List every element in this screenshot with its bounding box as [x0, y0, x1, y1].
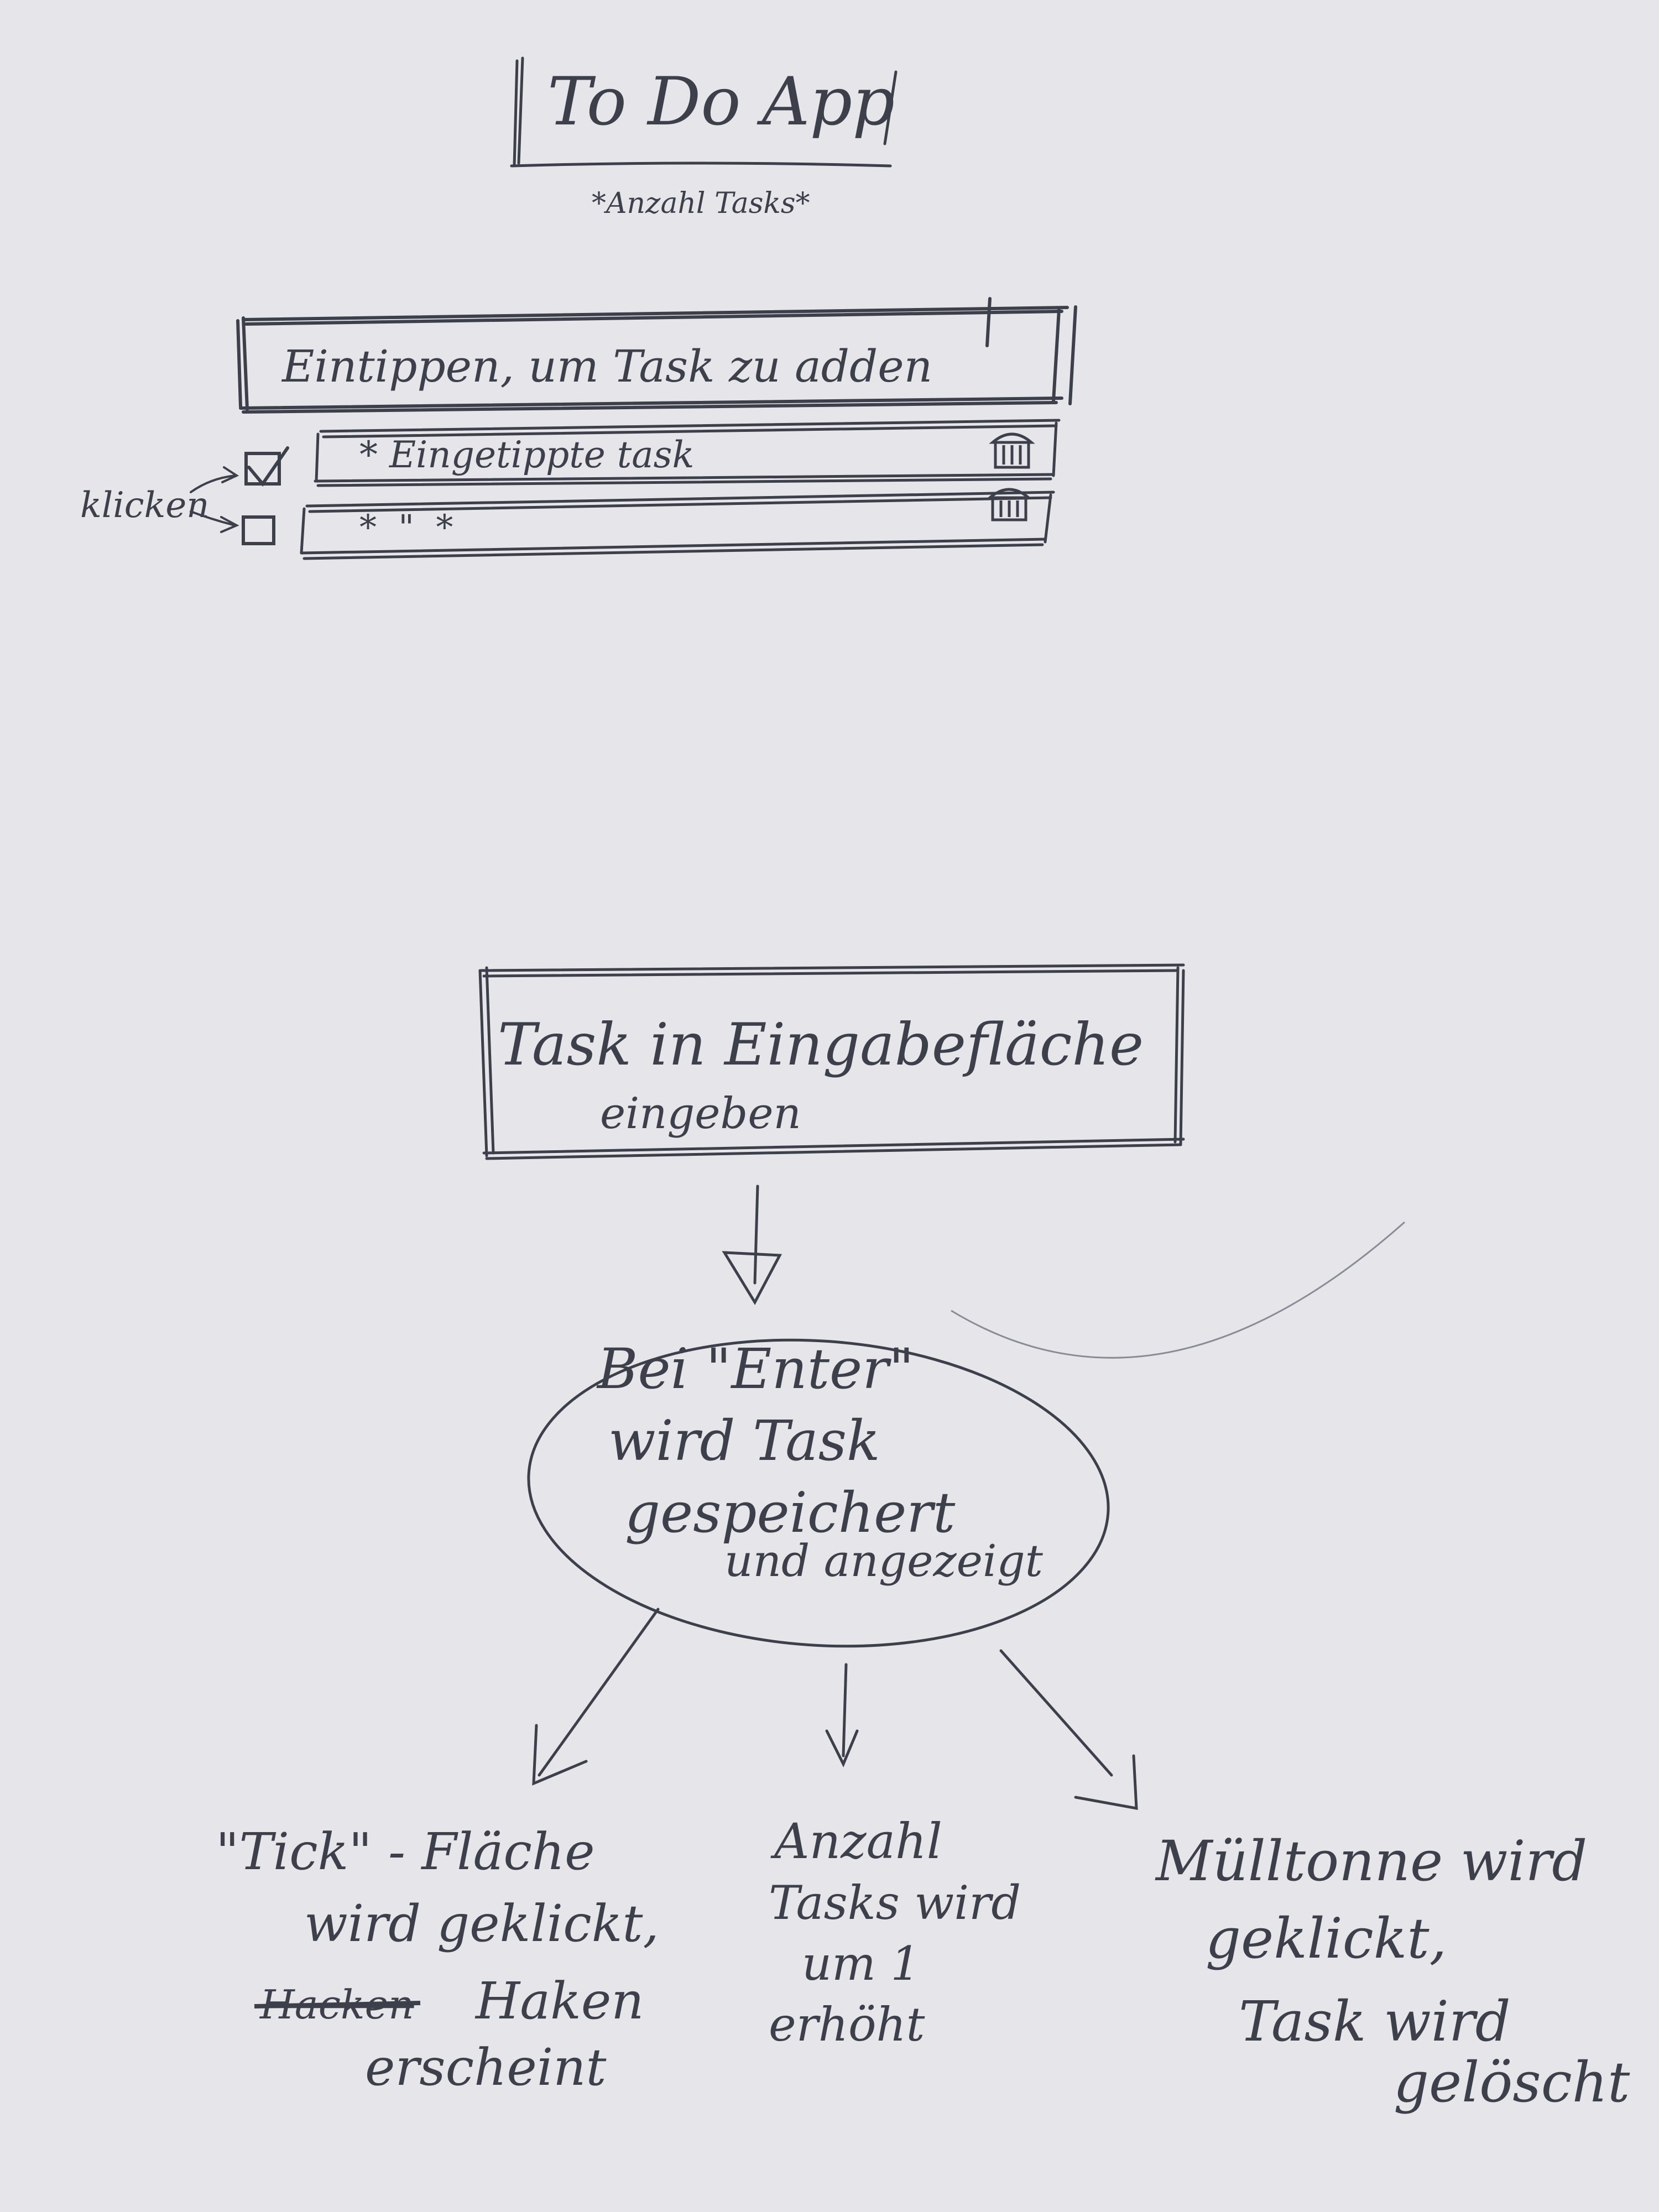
flow-step-enter-line-4: und angezeigt [724, 1535, 1044, 1587]
flow-step-enter-line-1: Bei "Enter" [596, 1337, 914, 1401]
task-row-1-text: * Eingetippte task [359, 434, 695, 476]
flow-step-input-line-2: eingeben [600, 1089, 801, 1139]
task-input-field[interactable] [236, 297, 1077, 414]
trash-icon[interactable] [989, 432, 1035, 469]
outcome-count-line-3: um 1 [802, 1937, 920, 1991]
task-row-2-checkbox[interactable] [242, 515, 275, 545]
outcome-trash-line-4: gelöscht [1394, 2050, 1630, 2115]
flow-step-input-line-1: Task in Eingabefläche [498, 1011, 1144, 1078]
stray-pencil-line [951, 1221, 1405, 1359]
click-annotation: klicken [80, 485, 209, 526]
task-row-1-checkbox[interactable] [244, 446, 289, 487]
app-title: To Do App [547, 64, 895, 140]
flow-step-input-box [478, 963, 1185, 1160]
flow-arrow-right [999, 1649, 1138, 1811]
outcome-tick-line-1: "Tick" - Fläche [216, 1822, 595, 1881]
strike-through-line [254, 2001, 421, 2008]
task-row-1 [314, 419, 1061, 487]
outcome-tick-line-2: wird geklickt, [304, 1894, 659, 1953]
task-row-2 [300, 491, 1055, 560]
trash-icon[interactable] [986, 488, 1032, 521]
flow-step-enter-line-3: gespeichert [625, 1480, 956, 1545]
outcome-count-line-1: Anzahl [770, 1813, 942, 1870]
task-row-2-text: * " * [359, 507, 453, 547]
flow-step-enter-line-2: wird Task [608, 1408, 880, 1473]
click-arrows [190, 466, 239, 533]
outcome-tick-line-3: Haken [474, 1971, 644, 2031]
outcome-trash-line-3: Task wird [1239, 1989, 1511, 2054]
flow-arrow-middle [825, 1663, 859, 1768]
outcome-trash-line-2: geklickt, [1206, 1906, 1447, 1971]
task-input-placeholder: Eintippen, um Task zu adden [281, 341, 932, 392]
outcome-trash-line-1: Mülltonne wird [1155, 1829, 1587, 1893]
flow-arrow-down [722, 1185, 782, 1306]
outcome-tick-line-4: erscheint [365, 2038, 607, 2097]
task-count-note: *Anzahl Tasks* [592, 187, 810, 220]
flow-arrow-left [532, 1608, 660, 1786]
outcome-count-line-2: Tasks wird [769, 1876, 1021, 1930]
outcome-count-line-4: erhöht [769, 1997, 925, 2052]
app-title-frame [510, 56, 898, 168]
flow-step-enter-ellipse [527, 1338, 1110, 1648]
